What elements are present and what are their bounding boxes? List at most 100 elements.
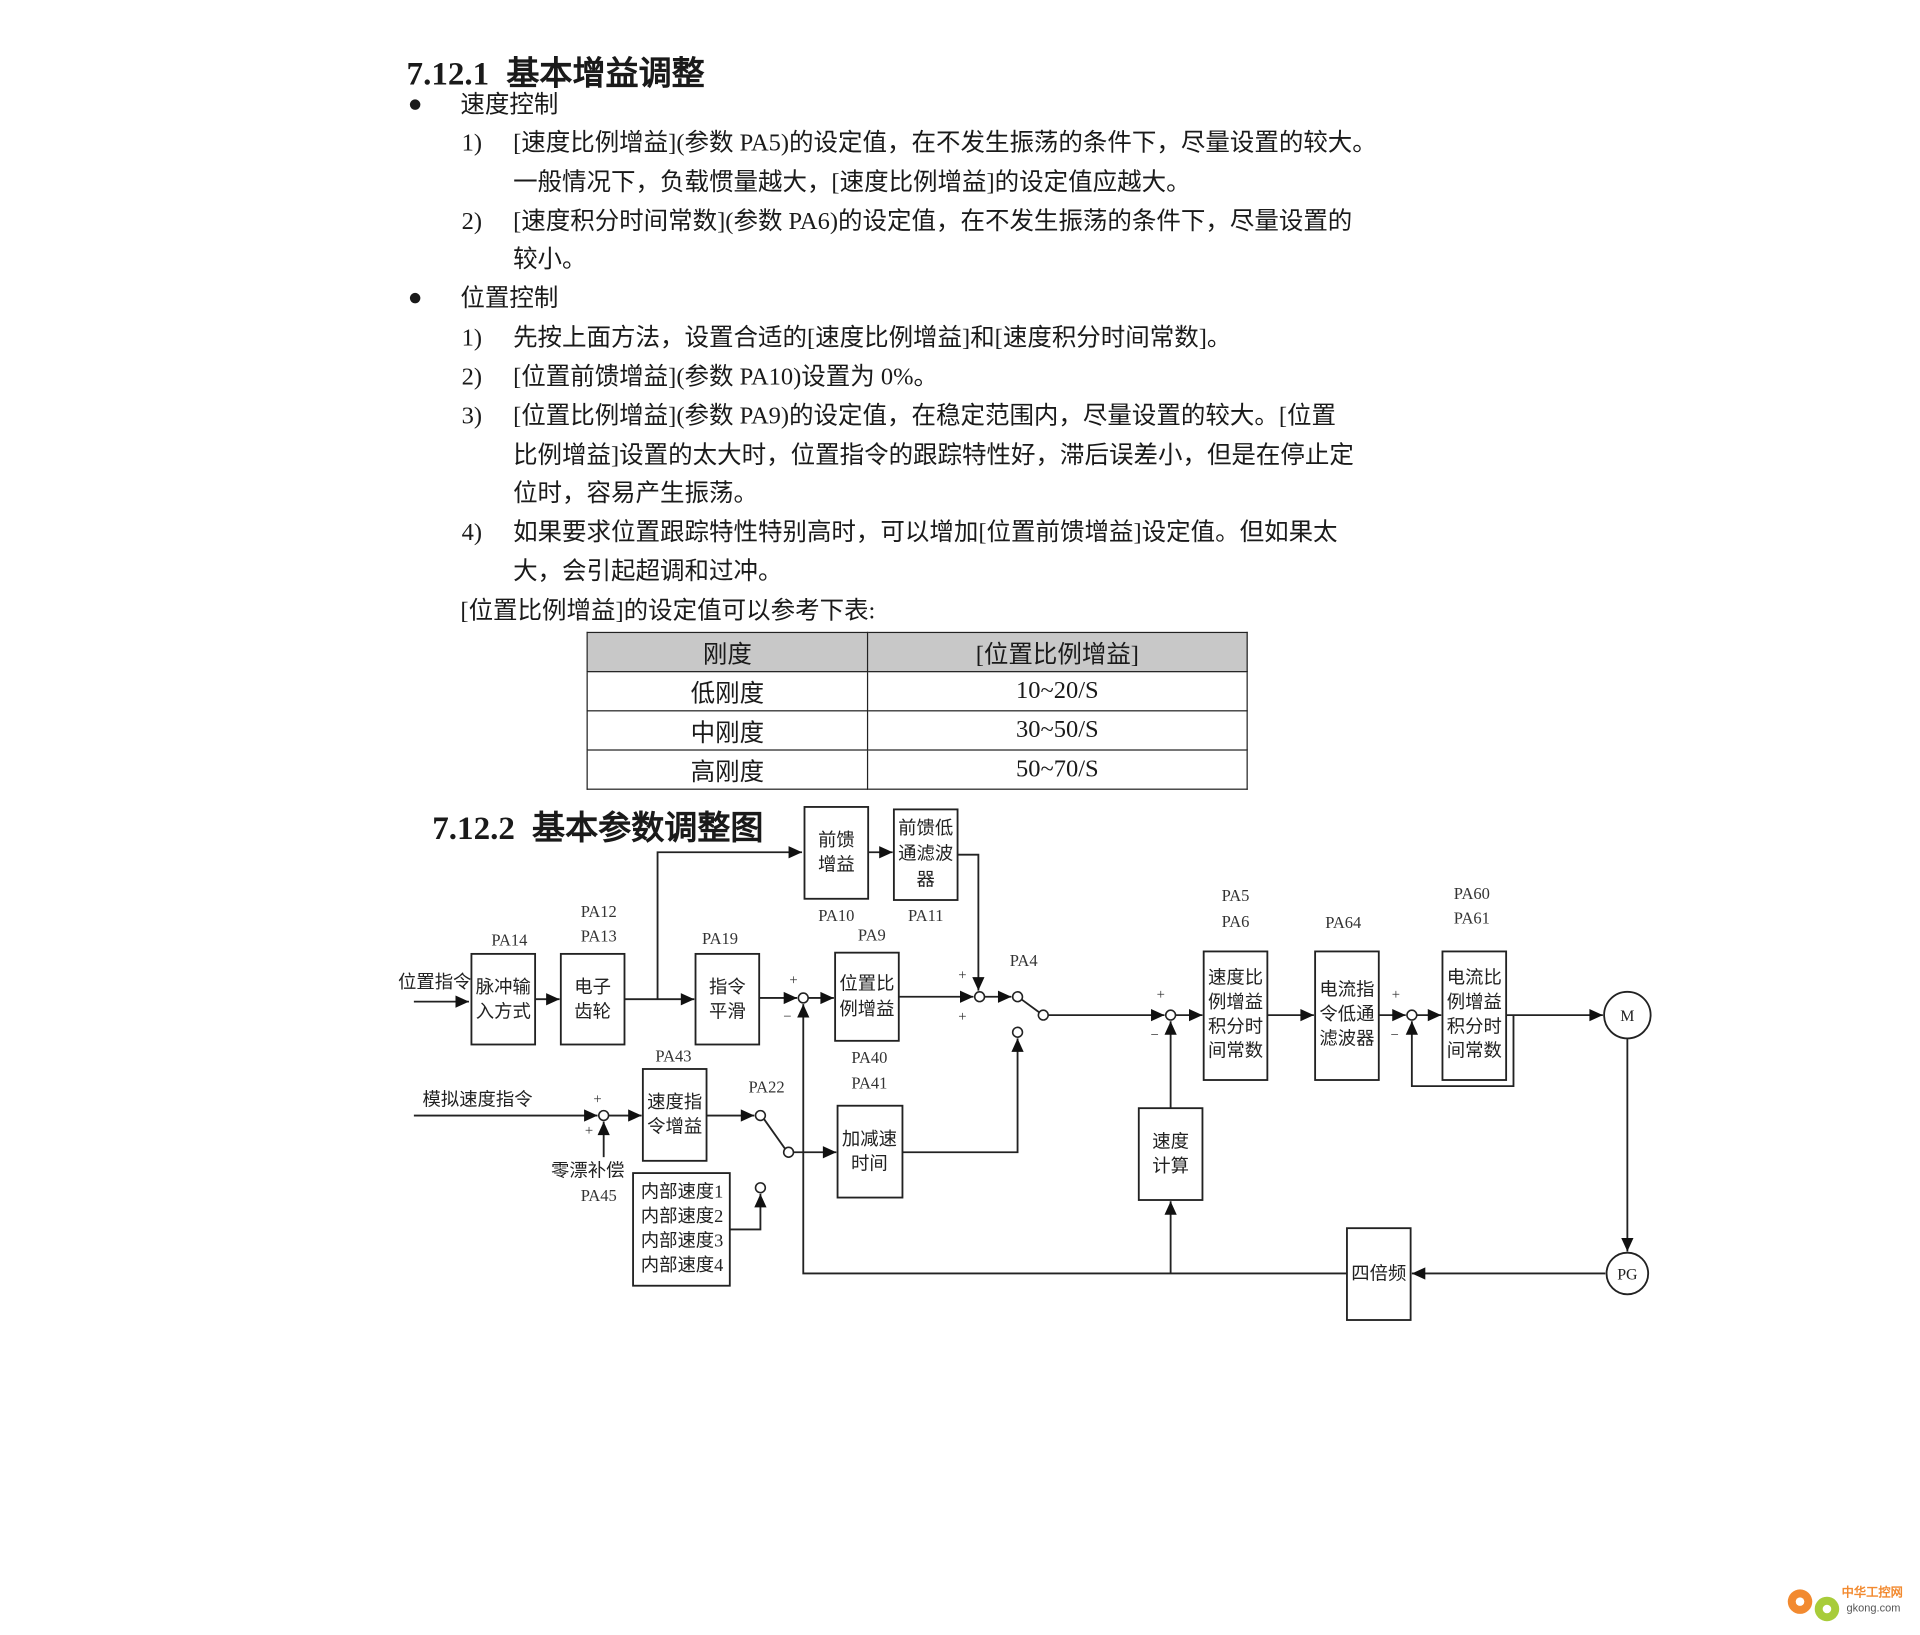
param-label: PA11 bbox=[908, 906, 944, 925]
internal-speeds-block bbox=[632, 1172, 731, 1287]
watermark-cn: 中华工控网 bbox=[1842, 1585, 1903, 1600]
block-label: 平滑 bbox=[709, 1002, 746, 1022]
item-text: 先按上面方法，设置合适的[速度比例增益]和[速度积分时间常数]。 bbox=[513, 324, 1232, 352]
block-label: 内部速度2 bbox=[641, 1206, 724, 1226]
block-label: 脉冲输 bbox=[476, 977, 531, 997]
section-title: 基本增益调整 bbox=[506, 55, 705, 92]
block-label: 通滤波 bbox=[898, 844, 953, 864]
arrowhead-icon bbox=[597, 1121, 610, 1136]
block-label: 前馈 bbox=[818, 830, 855, 850]
item-number: 3) bbox=[461, 402, 483, 430]
table-header-row: 刚度[位置比例增益] bbox=[586, 631, 1248, 673]
accel-decel-block bbox=[836, 1104, 904, 1199]
switch-contact bbox=[782, 1146, 795, 1158]
param-label: PA10 bbox=[818, 906, 854, 925]
param-label: PA40 bbox=[851, 1048, 887, 1067]
block-label: 增益 bbox=[818, 855, 855, 875]
summing-junction bbox=[597, 1109, 610, 1122]
param-label: PA9 bbox=[858, 925, 886, 944]
block-label: 积分时 bbox=[1447, 1016, 1502, 1036]
block-label: 指令 bbox=[709, 977, 746, 997]
bullet-icon: ● bbox=[407, 284, 423, 312]
arrowhead-icon bbox=[628, 1109, 642, 1122]
item-number: 2) bbox=[461, 208, 483, 236]
param-label: PA13 bbox=[581, 927, 617, 946]
block-label: 例增益 bbox=[1208, 992, 1263, 1012]
arrowhead-icon bbox=[820, 991, 834, 1005]
block-label: 速度指 bbox=[647, 1092, 702, 1112]
switch-contact bbox=[754, 1182, 767, 1194]
watermark-en: gkong.com bbox=[1847, 1602, 1901, 1614]
param-label: PA12 bbox=[581, 902, 617, 921]
arrowhead-icon bbox=[783, 991, 798, 1005]
arrowhead-icon bbox=[1300, 1008, 1314, 1022]
param-label: PA61 bbox=[1454, 908, 1490, 927]
arrowhead-icon bbox=[1011, 1038, 1024, 1052]
param-label: PA45 bbox=[581, 1186, 617, 1205]
block-label: 滤波器 bbox=[1319, 1028, 1374, 1048]
block-label: 齿轮 bbox=[574, 1002, 611, 1022]
signal-arrow bbox=[902, 1038, 1019, 1154]
switch-blade bbox=[763, 1118, 786, 1150]
block-label: 内部速度1 bbox=[641, 1182, 724, 1202]
speed-control-heading: 速度控制 bbox=[460, 91, 559, 119]
arrowhead-icon bbox=[546, 993, 560, 1006]
arrowhead-icon bbox=[740, 1109, 755, 1122]
item-number: 4) bbox=[461, 519, 483, 547]
block-label: 时间 bbox=[851, 1153, 888, 1173]
block-label: 电流比 bbox=[1447, 967, 1502, 987]
switch-blade bbox=[1020, 998, 1041, 1014]
block-label: 电流指 bbox=[1319, 980, 1374, 1000]
speed-calc-block bbox=[1137, 1107, 1204, 1201]
arrowhead-icon bbox=[1392, 1008, 1406, 1022]
switch-contact bbox=[1011, 991, 1024, 1003]
gkong-watermark: 中华工控网 gkong.com bbox=[1783, 1577, 1913, 1626]
plus-sign: + bbox=[789, 972, 797, 988]
arrowhead-icon bbox=[754, 1193, 767, 1208]
param-label: PA41 bbox=[851, 1074, 887, 1093]
switch-contact bbox=[1011, 1026, 1024, 1038]
analog-speed-command-label: 模拟速度指令 bbox=[422, 1090, 532, 1110]
block-label: 例增益 bbox=[1447, 992, 1502, 1012]
signal-arrow bbox=[656, 851, 803, 1000]
item-text: 一般情况下，负载惯量越大，[速度比例增益]的设定值应越大。 bbox=[513, 168, 1191, 196]
plus-sign: + bbox=[585, 1123, 593, 1139]
plus-sign: + bbox=[1157, 987, 1165, 1003]
block-label: 积分时 bbox=[1208, 1016, 1263, 1036]
plus-sign: + bbox=[958, 968, 966, 984]
table-intro: [位置比例增益]的设定值可以参考下表: bbox=[460, 597, 876, 625]
position-control-heading: 位置控制 bbox=[460, 285, 559, 313]
arrowhead-icon bbox=[680, 993, 695, 1006]
param-label: PA6 bbox=[1222, 912, 1250, 931]
param-label: PA60 bbox=[1454, 884, 1490, 903]
switch-param-label: PA4 bbox=[1010, 951, 1038, 970]
bullet-icon: ● bbox=[407, 90, 423, 118]
block-label: 令增益 bbox=[647, 1117, 702, 1137]
block-label: 内部速度3 bbox=[641, 1231, 724, 1251]
block-label: 间常数 bbox=[1447, 1041, 1502, 1061]
block-label: 前馈低 bbox=[898, 818, 953, 838]
speed-command-gain-block bbox=[641, 1068, 708, 1162]
arrowhead-icon bbox=[1188, 1008, 1203, 1022]
zero-drift-label: 零漂补偿 bbox=[551, 1161, 624, 1181]
arrowhead-icon bbox=[788, 846, 803, 859]
arrowhead-icon bbox=[972, 977, 985, 991]
arrowhead-icon bbox=[584, 1109, 598, 1122]
signal-arrow bbox=[957, 853, 980, 991]
arrowhead-icon bbox=[1427, 1008, 1442, 1022]
gear-logo-icon: 中华工控网 gkong.com bbox=[1787, 1585, 1903, 1622]
summing-junction bbox=[797, 992, 809, 1004]
arrowhead-icon bbox=[822, 1146, 837, 1159]
header-cell: [位置比例增益] bbox=[866, 631, 1248, 673]
command-smoothing-block bbox=[694, 952, 761, 1046]
motor-label: M bbox=[1620, 1008, 1634, 1025]
position-command-label: 位置指令 bbox=[398, 972, 471, 992]
param-label: PA14 bbox=[491, 930, 527, 949]
table-cell: 30~50/S bbox=[866, 710, 1248, 751]
item-text: 大，会引起超调和过冲。 bbox=[513, 558, 783, 586]
pulse-input-block bbox=[470, 952, 537, 1046]
arrowhead-icon bbox=[879, 846, 893, 859]
switch-param-label: PA22 bbox=[748, 1077, 784, 1096]
